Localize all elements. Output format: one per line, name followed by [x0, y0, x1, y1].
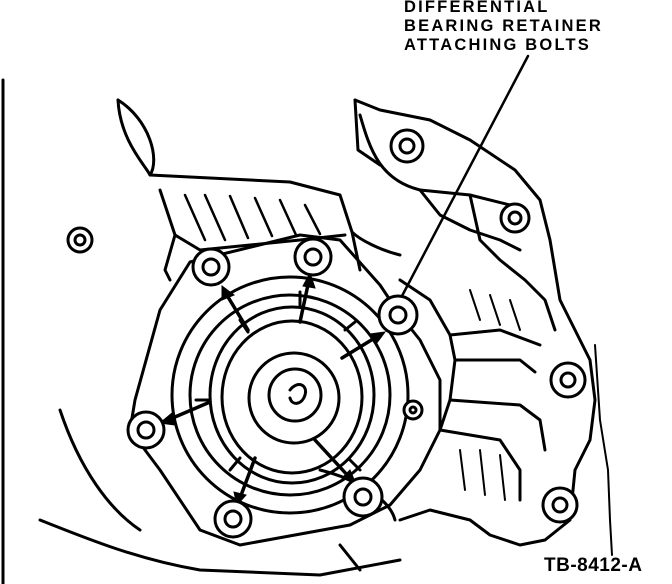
- figure-number-leader: [594, 344, 613, 556]
- bearing-outer-ring: [170, 275, 410, 515]
- bracket-casting: [353, 98, 597, 547]
- bracket-hole-middle: [499, 202, 531, 234]
- bolt-top-left: [191, 247, 231, 287]
- bracket-hole-top: [389, 128, 425, 164]
- bearing-ring-3: [208, 305, 376, 485]
- housing-left-curve: [116, 98, 152, 177]
- housing-stud: [66, 226, 94, 254]
- arrow-bolt-bottom-right: [313, 438, 352, 480]
- bracket-hole-right: [549, 361, 587, 399]
- arrow-bolt-top-left: [223, 290, 250, 332]
- arrow-bolt-right: [340, 334, 380, 360]
- bolt-bottom-right: [342, 476, 384, 518]
- bearing-ring-2: [188, 293, 392, 497]
- callout-leader: [400, 54, 530, 298]
- callout-line-2: BEARING RETAINER: [404, 17, 603, 35]
- arrow-bolt-bottom-left: [238, 456, 257, 500]
- hub-center: [267, 367, 323, 423]
- callout-line-1: DIFFERENTIAL: [404, 0, 550, 16]
- housing-outline: [116, 98, 402, 272]
- bolt-top: [293, 237, 333, 277]
- bracket-hole-bottom: [541, 486, 579, 524]
- retainer-plate: [128, 233, 442, 547]
- hub: [247, 351, 341, 445]
- callout-label: DIFFERENTIAL BEARING RETAINER ATTACHING …: [404, 0, 666, 55]
- bolt-right: [377, 294, 419, 336]
- bearing-ring-4: [220, 319, 364, 475]
- figure-number: TB-8412-A: [544, 555, 643, 576]
- arrow-bolt-left: [166, 400, 212, 422]
- bolt-bottom-left: [213, 499, 253, 539]
- callout-line-3: ATTACHING BOLTS: [404, 36, 591, 54]
- bolt-left: [126, 410, 166, 450]
- small-stud: [402, 399, 424, 421]
